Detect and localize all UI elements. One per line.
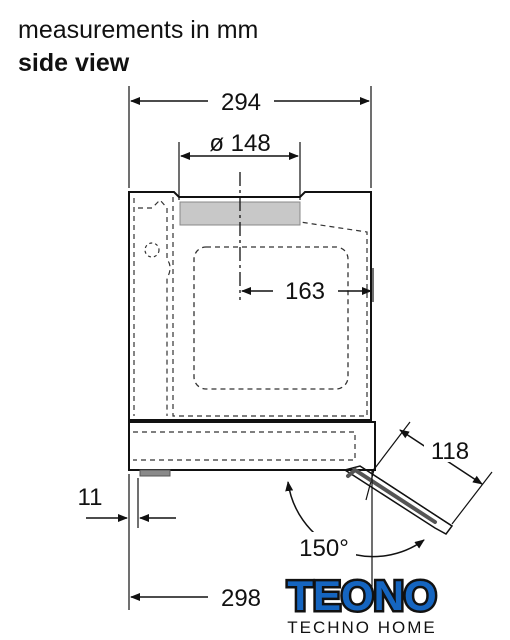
dimension-label-298: 298	[221, 585, 261, 612]
view-title: side view	[18, 49, 130, 77]
hidden-line-hinge	[138, 199, 171, 416]
dimension-294: 294	[128, 86, 372, 188]
angle-label: 150°	[299, 535, 349, 562]
dimension-label-11: 11	[78, 484, 103, 511]
label-mask	[196, 128, 284, 154]
dimension-label-163: 163	[285, 278, 325, 305]
appliance-body	[128, 172, 372, 421]
hidden-circle	[144, 242, 160, 258]
label-mask	[292, 532, 356, 562]
inner-casing-hidden-line	[172, 197, 368, 417]
dimension-298: 298	[130, 585, 261, 612]
base-hidden-line	[133, 431, 356, 461]
base-panel	[128, 421, 376, 477]
dimension-duct-diameter: ø 148	[178, 128, 301, 200]
panel-edge	[359, 465, 453, 527]
housing-outline	[128, 191, 372, 421]
dimension-label-148: ø 148	[209, 130, 270, 157]
dimension-163: 163	[241, 268, 374, 305]
tilted-panel	[343, 465, 454, 535]
dimension-118: 118	[371, 421, 493, 525]
foot	[139, 469, 171, 477]
dimension-label-118: 118	[431, 438, 469, 465]
extension-line	[371, 421, 411, 473]
dimension-label-294: 294	[221, 89, 261, 116]
dimension-11: 11	[78, 474, 176, 610]
panel-hatch	[346, 467, 437, 524]
angle-150: 150°	[285, 470, 425, 590]
logo-tagline: TECHNO HOME	[287, 618, 437, 637]
extension-line	[451, 471, 493, 525]
drawing-caption: measurements in mm	[18, 16, 259, 44]
inner-compartment-hidden-line	[193, 246, 349, 390]
label-mask	[424, 436, 474, 462]
base-outline	[128, 421, 376, 471]
logo-wordmark: TEONO	[287, 572, 436, 619]
teono-logo: TEONO TECHNO HOME	[285, 570, 439, 638]
